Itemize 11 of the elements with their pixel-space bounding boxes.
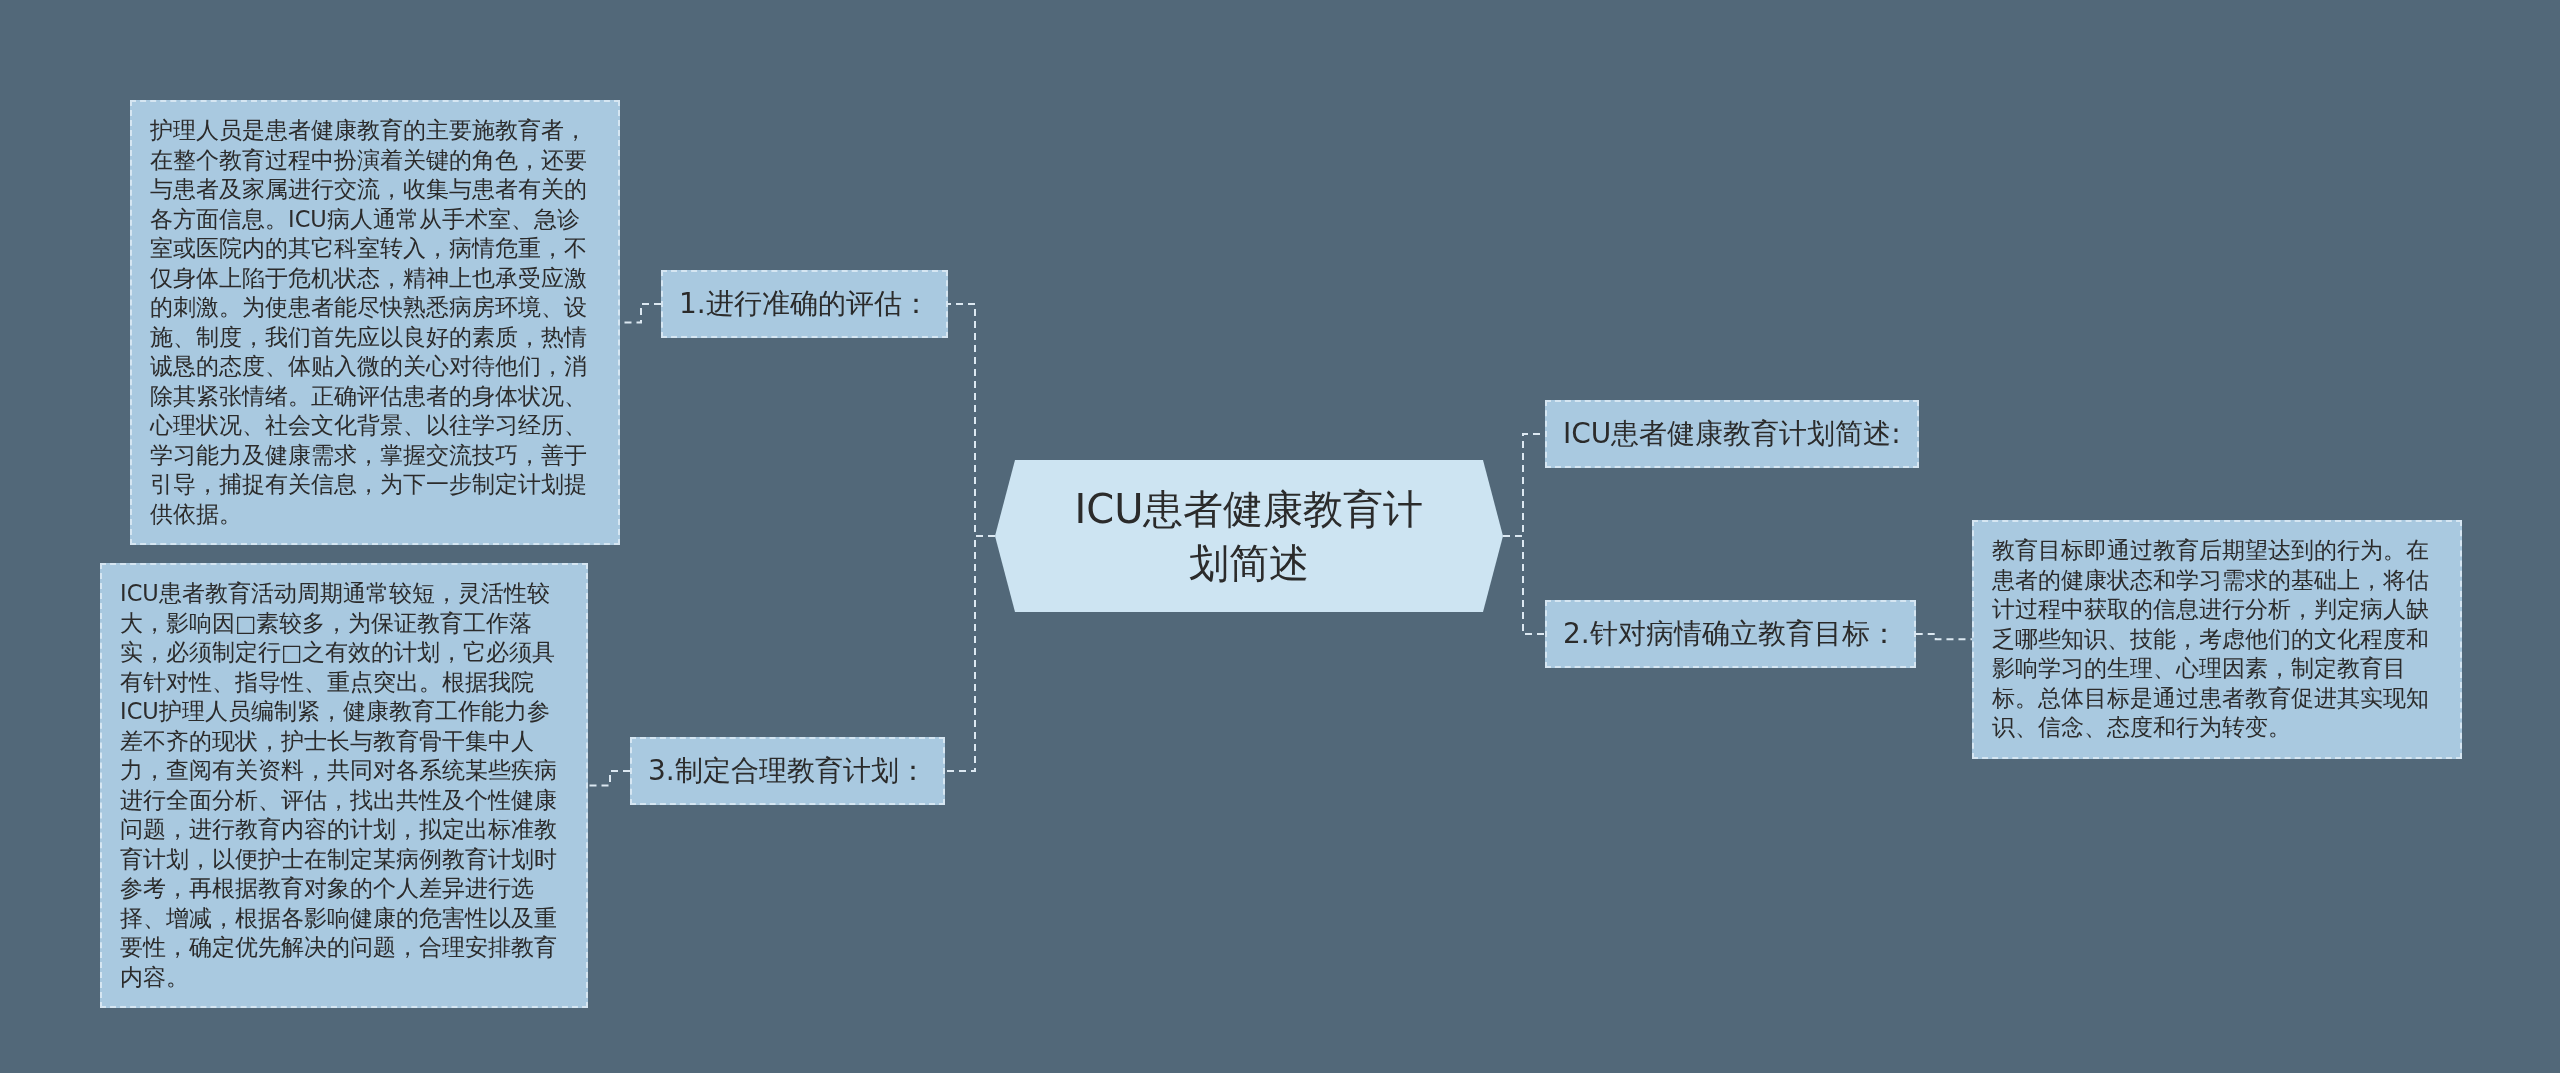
connector-line [587,770,631,787]
branch-box: 3.制定合理教育计划： [630,737,945,805]
branch-box: 1.进行准确的评估： [661,270,948,338]
branch-box: ICU患者健康教育计划简述: [1545,400,1919,468]
connector-line [1502,535,1546,635]
topic-hexagon: ICU患者健康教育计划简述 [995,460,1503,612]
text-box: 护理人员是患者健康教育的主要施教育者，在整个教育过程中扮演着关键的角色，还要与患者及家属进行交流，收集与患者有关的各方面信息。ICU病人通常从手术室、急诊室或医院内的其它科室转入，病情危重，不仅身体上陷于危机状态，精神上也承受应激的刺激。为使患者能尽快熟悉病房环境、设施、制度，我们首先应以良好的素质，热情诚恳的态度、体贴入微的关心对待他们，消除其紧张情绪。正确评估患者的身体状况、心理状况、社会文化背景、以往学习经历、学习能力及健康需求，掌握交流技巧，善于引导，捕捉有关信息，为下一步制定计划提供依据。 [130,100,620,545]
connector-line [1914,633,1973,641]
branch-box: 2.针对病情确立教育目标： [1545,600,1916,668]
text-box: 教育目标即通过教育后期望达到的行为。在患者的健康状态和学习需求的基础上，将估计过程中获取的信息进行分析，判定病人缺乏哪些知识、技能，考虑他们的文化程度和影响学习的生理、心理因素，制定教育目标。总体目标是通过患者教育促进其实现知识、信念、态度和行为转变。 [1972,520,2462,759]
text-box: ICU患者教育活动周期通常较短，灵活性较大，影响因□素较多，为保证教育工作落实，必须制定行□之有效的计划，它必须具有针对性、指导性、重点突出。根据我院ICU护理人员编制紧，健康教育工作能力参差不齐的现状，护士长与教育骨干集中人力，查阅有关资料，共同对各系统某些疾病进行全面分析、评估，找出共性及个性健康问题，进行教育内容的计划，拟定出标准教育计划，以便护士在制定某病例教育计划时参考，再根据教育对象的个人差异进行选择、增减，根据各影响健康的危害性以及重要性，确定优先解决的问题，合理安排教育内容。 [100,563,588,1008]
